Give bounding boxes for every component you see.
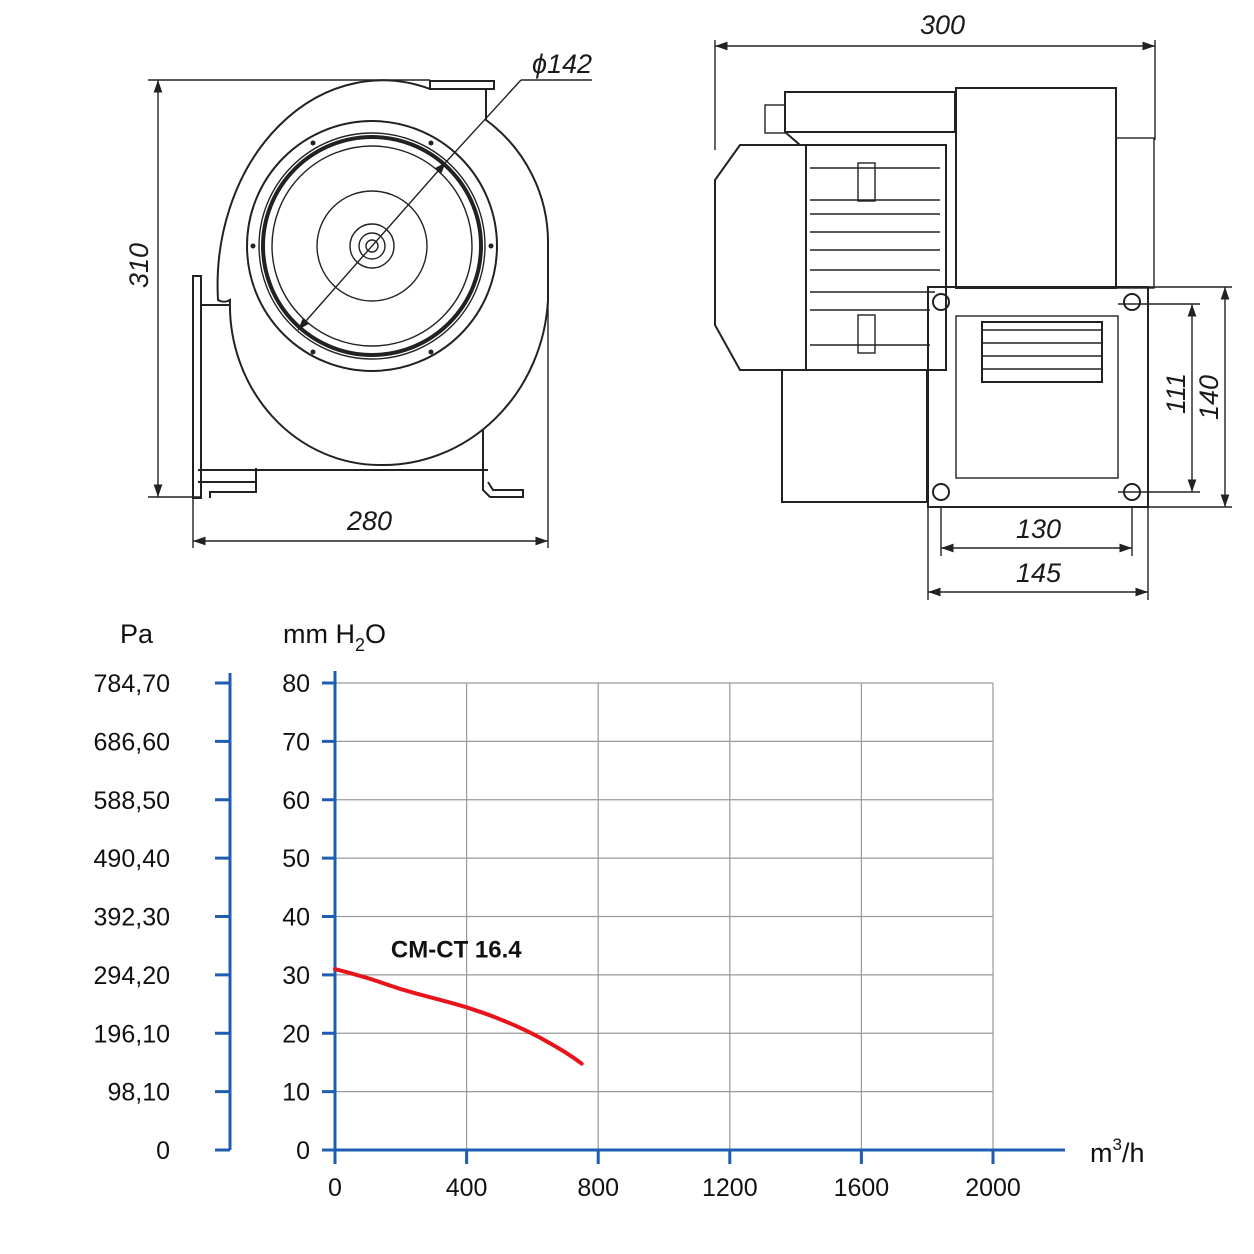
chart-axes xyxy=(215,671,1065,1164)
y-tick-label: 20 xyxy=(282,1020,310,1048)
series-label: CM-CT 16.4 xyxy=(391,936,522,963)
x-tick-label: 0 xyxy=(328,1174,342,1202)
dim-diameter: ϕ142 xyxy=(532,49,592,79)
x-tick-label: 400 xyxy=(446,1174,488,1202)
y-tick-label: 60 xyxy=(282,787,310,815)
pa-tick-label: 196,10 xyxy=(94,1020,170,1048)
dim-outlet-outer-w: 145 xyxy=(1016,558,1062,588)
pa-tick-label: 392,30 xyxy=(94,904,170,932)
chart-series: CM-CT 16.4 xyxy=(333,936,584,1066)
x-tick-label: 2000 xyxy=(965,1174,1021,1202)
pa-tick-label: 588,50 xyxy=(94,787,170,815)
front-view-drawing: ϕ142 310 280 xyxy=(124,49,592,548)
pa-tick-label: 784,70 xyxy=(94,670,170,698)
dim-outlet-inner-w: 130 xyxy=(1016,514,1061,544)
y-tick-label: 40 xyxy=(282,904,310,932)
pa-tick-label: 98,10 xyxy=(107,1079,170,1107)
y-tick-label: 50 xyxy=(282,845,310,873)
dim-width-front: 280 xyxy=(346,506,392,536)
series-line xyxy=(333,967,584,1066)
x-tick-label: 800 xyxy=(577,1174,619,1202)
y-tick-label: 70 xyxy=(282,728,310,756)
dim-depth: 300 xyxy=(920,10,965,40)
y-tick-label: 30 xyxy=(282,962,310,990)
y-unit-label: mm H2O xyxy=(283,619,386,655)
x-unit-label: m3/h xyxy=(1090,1135,1145,1168)
chart-grid xyxy=(335,682,994,1150)
dim-outlet-inner-h: 111 xyxy=(1161,373,1191,414)
side-view-drawing: 300 111 140 xyxy=(714,10,1232,600)
pa-tick-label: 686,60 xyxy=(94,728,170,756)
performance-chart: Pa mm H2O m3/h 001098,1020196,1030294,20… xyxy=(94,619,1145,1202)
y-tick-label: 0 xyxy=(296,1137,310,1165)
dim-outlet-outer-h: 140 xyxy=(1194,375,1224,420)
y-tick-label: 80 xyxy=(282,670,310,698)
x-tick-label: 1600 xyxy=(834,1174,890,1202)
y-tick-label: 10 xyxy=(282,1079,310,1107)
chart-tick-labels: 001098,1020196,1030294,2040392,3050490,4… xyxy=(94,670,1021,1202)
dim-height: 310 xyxy=(124,243,154,288)
pa-unit-label: Pa xyxy=(120,619,154,649)
pa-tick-label: 0 xyxy=(156,1137,170,1165)
pa-tick-label: 294,20 xyxy=(94,962,170,990)
x-tick-label: 1200 xyxy=(702,1174,758,1202)
pa-tick-label: 490,40 xyxy=(94,845,170,873)
